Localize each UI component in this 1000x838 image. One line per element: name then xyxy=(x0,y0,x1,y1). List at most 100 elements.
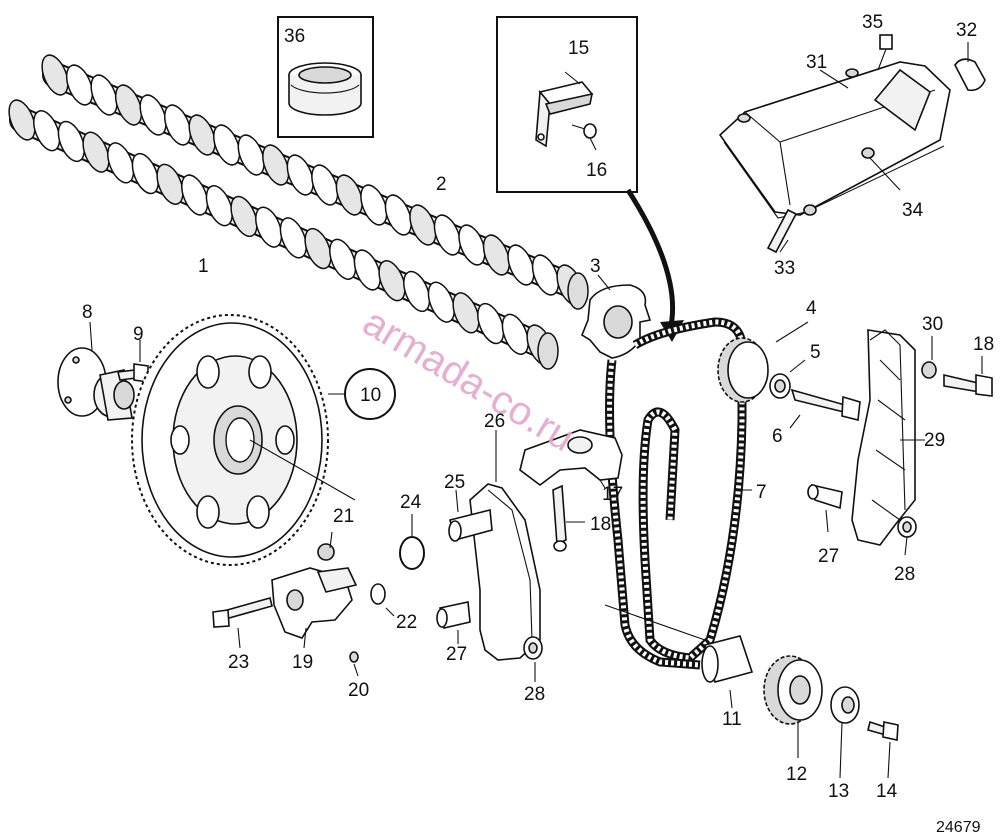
callout-15: 15 xyxy=(568,38,589,59)
camshaft-lobe xyxy=(82,131,110,173)
camshaft-lobe xyxy=(507,244,535,286)
camshaft-lobe xyxy=(8,99,36,141)
sprocket-upper xyxy=(717,321,861,429)
trigger-wheel-3 xyxy=(581,274,652,359)
camshaft-lobe xyxy=(213,124,241,166)
camshaft-lobe xyxy=(531,254,560,296)
callout-labels: 1 2 3 4 5 6 7 8 9 10 11 12 13 14 15 16 1… xyxy=(82,12,994,836)
camshaft-lobe xyxy=(433,214,462,256)
camshaft-lobe xyxy=(409,204,437,246)
camshaft-lobe xyxy=(262,144,290,186)
callout-28-left: 28 xyxy=(524,684,545,705)
camshaft-lobe xyxy=(237,134,265,176)
callout-10: 10 xyxy=(360,385,381,406)
camshaft-lobe xyxy=(458,224,486,266)
camshaft-lobe xyxy=(255,206,283,248)
camshaft-lobe xyxy=(329,238,357,280)
callout-18-right: 18 xyxy=(973,334,994,355)
camshaft-lobe xyxy=(353,249,381,291)
camshaft-lobe xyxy=(163,104,192,146)
callout-27-right: 27 xyxy=(818,546,839,567)
callout-12: 12 xyxy=(786,764,807,785)
camshaft-lobe xyxy=(501,313,529,355)
inset-box-36 xyxy=(277,16,374,138)
callout-18-left: 18 xyxy=(590,514,611,535)
callout-26: 26 xyxy=(484,411,505,432)
callout-32: 32 xyxy=(956,20,977,41)
drawing-number: 24679 xyxy=(936,819,981,836)
callout-36: 36 xyxy=(284,26,305,47)
camshaft-lobe xyxy=(65,64,94,106)
chain-guide-right xyxy=(807,329,993,556)
callout-29: 29 xyxy=(924,430,945,451)
callout-34: 34 xyxy=(902,200,924,221)
camshaft-lobe xyxy=(57,120,85,163)
callout-8: 8 xyxy=(82,302,93,323)
timing-chain xyxy=(604,317,752,670)
camshaft-lobe xyxy=(114,84,143,126)
callout-31: 31 xyxy=(806,52,827,73)
camshaft-lobe xyxy=(181,174,209,216)
camshaft-lobe xyxy=(156,163,184,205)
callout-14: 14 xyxy=(876,781,898,802)
callout-21: 21 xyxy=(333,506,354,527)
camshaft-lobe xyxy=(452,292,480,334)
camshaft-lobe xyxy=(378,260,406,302)
flange-8 xyxy=(57,321,149,421)
camshaft-lobe xyxy=(90,74,118,116)
callout-9: 9 xyxy=(133,324,144,345)
callout-30: 30 xyxy=(922,314,943,335)
tensioner-assembly xyxy=(212,514,425,677)
camshaft-end xyxy=(537,332,559,370)
camshaft-lobe xyxy=(33,110,61,152)
camshaft-upper xyxy=(41,54,589,310)
camshaft-lobe xyxy=(427,281,455,323)
callout-circle-10 xyxy=(328,368,396,420)
camshaft-end xyxy=(567,272,589,310)
camshaft-lobe xyxy=(188,114,216,156)
camshaft-lobe xyxy=(230,195,258,238)
sprocket-lower xyxy=(701,635,899,779)
camshaft-gear xyxy=(131,314,356,566)
callout-27-left: 27 xyxy=(446,644,467,665)
callout-19: 19 xyxy=(292,652,313,673)
camshaft-lobe xyxy=(107,142,135,184)
callout-24: 24 xyxy=(400,492,422,513)
callout-23: 23 xyxy=(228,652,249,673)
callout-33: 33 xyxy=(774,258,795,279)
callout-4: 4 xyxy=(806,298,817,319)
camshaft-lobe xyxy=(279,217,307,259)
camshaft-lobe xyxy=(311,164,339,206)
camshaft-lower xyxy=(8,99,559,370)
camshaft-lobe xyxy=(41,54,69,96)
callout-3: 3 xyxy=(590,256,601,277)
camshaft-lobe xyxy=(360,184,388,226)
callout-20: 20 xyxy=(348,680,369,701)
camshaft-lobe xyxy=(139,94,167,136)
callout-25: 25 xyxy=(444,472,465,493)
callout-1: 1 xyxy=(198,256,209,277)
callout-35: 35 xyxy=(862,12,883,33)
camshaft-lobe xyxy=(384,194,412,236)
callout-22: 22 xyxy=(396,612,417,633)
callout-13: 13 xyxy=(828,781,849,802)
callout-17: 17 xyxy=(602,484,623,505)
camshaft-lobe xyxy=(131,152,159,195)
callout-16: 16 xyxy=(586,160,607,181)
camshaft-lobe xyxy=(286,154,314,196)
callout-11: 11 xyxy=(722,709,742,730)
callout-2: 2 xyxy=(436,174,447,195)
callout-5: 5 xyxy=(810,342,821,363)
camshaft-lobe xyxy=(304,227,332,270)
camshaft-lobe xyxy=(335,174,363,216)
camshaft-lobe xyxy=(205,185,233,227)
callout-6: 6 xyxy=(772,426,783,447)
callout-28-right: 28 xyxy=(894,564,915,585)
camshaft-lobe xyxy=(477,302,505,345)
callout-7: 7 xyxy=(756,482,767,503)
camshaft-lobe xyxy=(482,234,511,276)
cover-assembly xyxy=(718,34,986,254)
bearing-cap xyxy=(519,429,623,552)
chain-guide-left xyxy=(436,430,543,682)
